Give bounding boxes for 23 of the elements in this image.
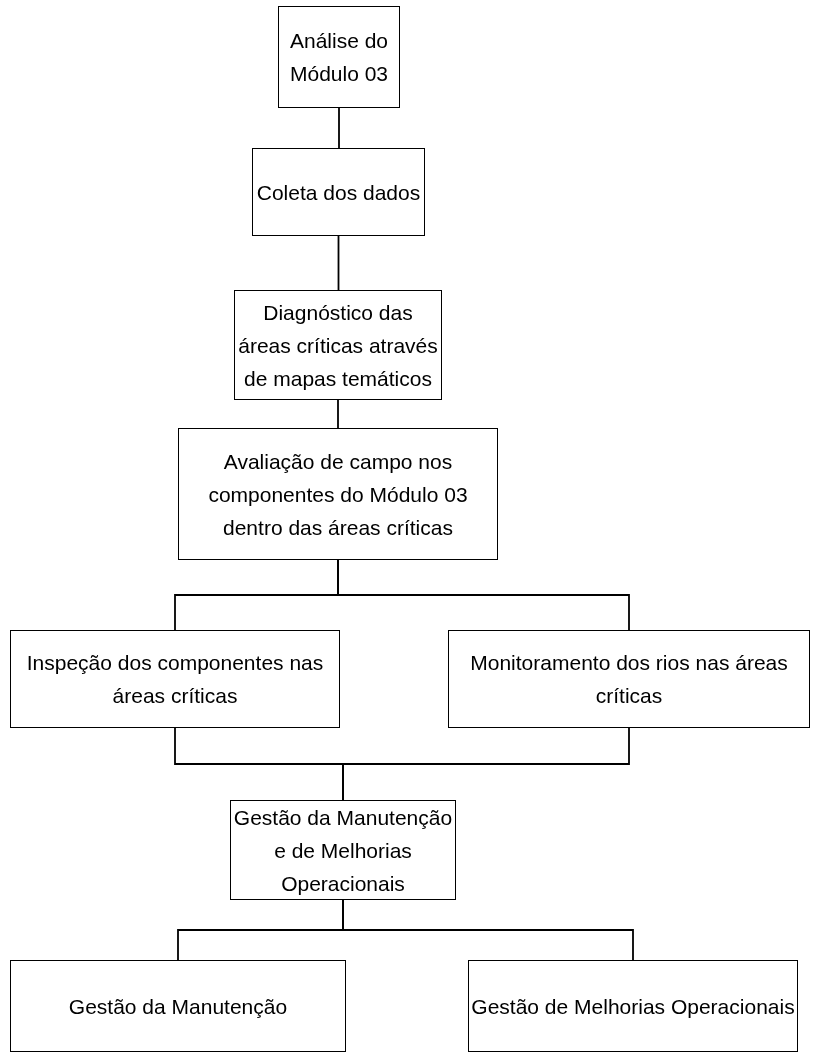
box-label: Coleta dos dados bbox=[255, 179, 422, 206]
box-label: Gestão da Manutenção e de Melhorias Operacionais bbox=[232, 804, 454, 897]
connector-line bbox=[342, 727, 630, 801]
connector-line bbox=[337, 559, 630, 631]
box-label: Diagnóstico das áreas críticas através de mapas temáticos bbox=[237, 299, 439, 392]
connector-line bbox=[338, 107, 340, 149]
process-box bbox=[278, 6, 400, 108]
connector-line bbox=[342, 899, 634, 961]
process-box bbox=[468, 960, 798, 1052]
process-box bbox=[178, 428, 498, 560]
connector-line bbox=[337, 235, 340, 291]
box-label: Avaliação de campo nos componentes do Módulo 03 dentro das áreas críticas bbox=[207, 448, 469, 541]
process-box bbox=[10, 960, 346, 1052]
box-label: Gestão da Manutenção bbox=[67, 993, 289, 1020]
box-label: Análise do Módulo 03 bbox=[288, 28, 390, 87]
process-box bbox=[10, 630, 340, 728]
process-box bbox=[234, 290, 442, 400]
box-label: Gestão de Melhorias Operacionais bbox=[470, 993, 796, 1020]
connector-line bbox=[337, 399, 339, 429]
process-box bbox=[448, 630, 810, 728]
process-box bbox=[252, 148, 425, 236]
box-label: Monitoramento dos rios nas áreas críticas bbox=[469, 650, 789, 709]
box-label: Inspeção dos componentes nas áreas críticas bbox=[25, 650, 325, 709]
